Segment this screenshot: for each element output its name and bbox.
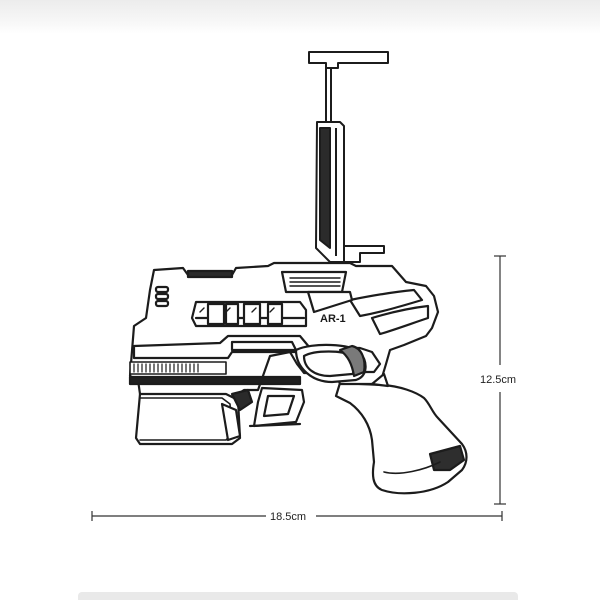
height-dimension: [494, 255, 506, 505]
top-band: [0, 0, 600, 34]
height-label: 12.5cm: [480, 374, 516, 386]
model-label: AR-1: [320, 313, 346, 325]
width-label: 18.5cm: [270, 511, 306, 523]
bottom-band: [78, 592, 518, 600]
gun-body: [128, 261, 468, 495]
phone-holder: [308, 51, 389, 263]
width-dimension: [91, 511, 503, 521]
gun-muzzle: [134, 392, 242, 446]
gun-grip: [334, 381, 468, 495]
